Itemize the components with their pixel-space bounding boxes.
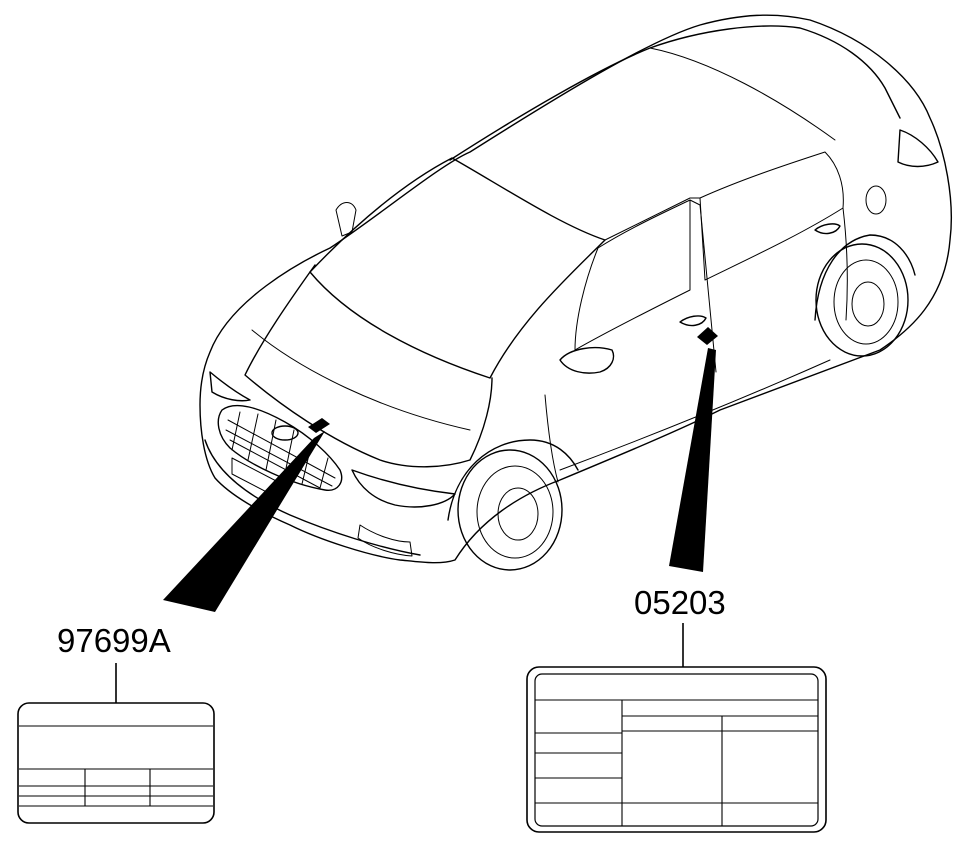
car-hood-crease	[251, 329, 471, 431]
door-label-part-number: 05203	[634, 584, 726, 621]
hood-label-pointer	[163, 431, 325, 612]
car-door-seam-rear	[842, 207, 848, 321]
hood-label-drawing	[17, 702, 215, 824]
car-rear-mirror-far	[335, 202, 357, 237]
car-roof-rear-edge	[649, 47, 836, 141]
car-front-door-handle	[679, 315, 707, 327]
car-windshield	[309, 157, 606, 379]
car-sill	[559, 359, 831, 471]
door-label-marker	[697, 327, 718, 345]
door-label-pointer	[669, 348, 716, 572]
car-a-pillar	[604, 197, 701, 241]
car-emblem	[271, 425, 299, 441]
car-rear-door-handle	[814, 223, 841, 235]
car-right-headlight	[351, 469, 456, 508]
car-side-mirror	[559, 347, 615, 374]
car-left-headlight	[209, 371, 251, 402]
car-illustration	[199, 14, 952, 571]
car-grille	[217, 404, 343, 491]
car-body-outline	[199, 14, 952, 564]
car-hood	[244, 264, 493, 468]
car-front-door-window	[574, 199, 691, 351]
hood-label-part-number: 97699A	[57, 622, 171, 659]
car-door-seam-middle	[689, 199, 717, 373]
car-front-bumper	[204, 439, 421, 556]
car-roof	[449, 25, 901, 161]
car-fuel-door	[865, 185, 887, 215]
car-rear-wheel	[815, 243, 909, 357]
car-front-wheel-arch	[447, 439, 579, 521]
door-label-drawing	[526, 666, 827, 833]
car-fog-light	[357, 524, 413, 557]
car-grille-mesh	[225, 411, 336, 489]
car-door-seam-front	[544, 394, 559, 483]
car-tail-light	[897, 129, 939, 168]
car-front-wheel	[457, 449, 563, 571]
hood-label-marker	[308, 418, 330, 433]
car-rear-wheel-arch	[814, 234, 916, 321]
car-rear-door-window	[699, 151, 844, 281]
